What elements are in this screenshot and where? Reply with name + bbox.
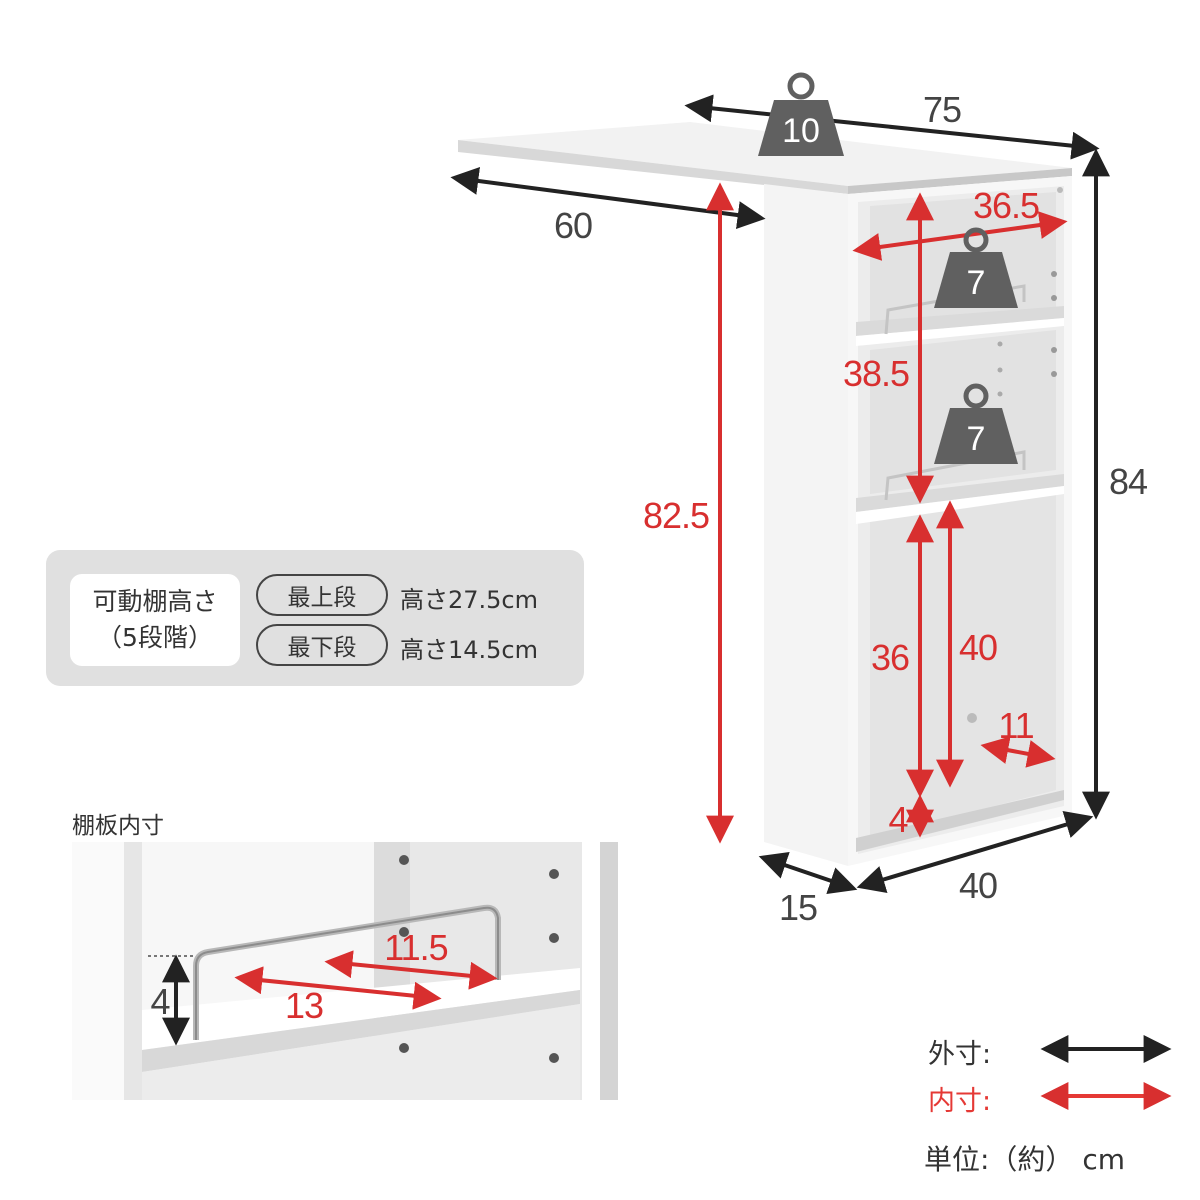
arrow-inner-depth — [234, 966, 442, 1010]
dim-inner-width: 11.5 — [384, 927, 447, 968]
dim-upper-inner-height: 38.5 — [843, 353, 909, 394]
dim-lower-inner-height: 36 — [871, 637, 909, 678]
bottom-shelf-height: 高さ14.5cm — [400, 636, 539, 664]
top-shelf-height: 高さ27.5cm — [400, 586, 539, 614]
weight-icon-top: 10 — [758, 72, 844, 156]
dim-inner-depth: 13 — [285, 985, 323, 1026]
adjustable-shelf-title-line1: 可動棚高さ — [92, 587, 218, 616]
legend-outer-label: 外寸: — [928, 1039, 992, 1070]
inner-dimension-arrows — [706, 182, 1068, 844]
dim-top-depth: 60 — [554, 205, 592, 246]
arrow-cabinet-depth — [856, 811, 1094, 893]
adjustable-shelf-title-line2: （5段階） — [97, 623, 213, 652]
arrow-lower-depth — [980, 736, 1056, 768]
dim-total-height: 84 — [1109, 461, 1147, 502]
bottom-shelf-badge: 最下段 — [256, 624, 388, 666]
dim-cabinet-width: 15 — [779, 887, 817, 928]
arrow-top-width — [684, 94, 1100, 160]
arrow-cabinet-width — [758, 851, 858, 895]
weight-shelf-middle-label: 7 — [967, 420, 986, 458]
arrow-shelf-width — [852, 211, 1068, 261]
dim-lower-depth: 11 — [998, 705, 1033, 746]
dim-plinth-height: 4 — [888, 799, 907, 840]
dim-under-height: 82.5 — [643, 495, 709, 536]
legend-inner-label: 内寸: — [928, 1086, 992, 1117]
dim-cabinet-depth: 40 — [959, 865, 997, 906]
dim-shelf-inner-width: 36.5 — [973, 185, 1039, 226]
dim-top-width: 75 — [923, 89, 961, 130]
weight-icon-shelf-upper: 7 — [934, 227, 1018, 308]
adjustable-shelf-title: 可動棚高さ （5段階） — [70, 574, 240, 666]
arrow-top-depth — [450, 167, 766, 229]
weight-top-label: 10 — [782, 112, 820, 150]
top-shelf-badge: 最上段 — [256, 574, 388, 616]
dim-lower-side-height: 40 — [959, 627, 997, 668]
weight-shelf-upper-label: 7 — [967, 264, 986, 302]
adjustable-shelf-panel: 可動棚高さ （5段階） 最上段 高さ27.5cm 最下段 高さ14.5cm — [46, 550, 584, 686]
weight-icon-shelf-middle: 7 — [934, 383, 1018, 464]
shelf-inner-title: 棚板内寸 — [72, 813, 164, 839]
unit-label: 単位:（約） cm — [924, 1143, 1126, 1176]
shelf-inner-photo: 4 11.5 13 — [72, 842, 618, 1100]
dim-fence-height: 4 — [150, 981, 169, 1022]
